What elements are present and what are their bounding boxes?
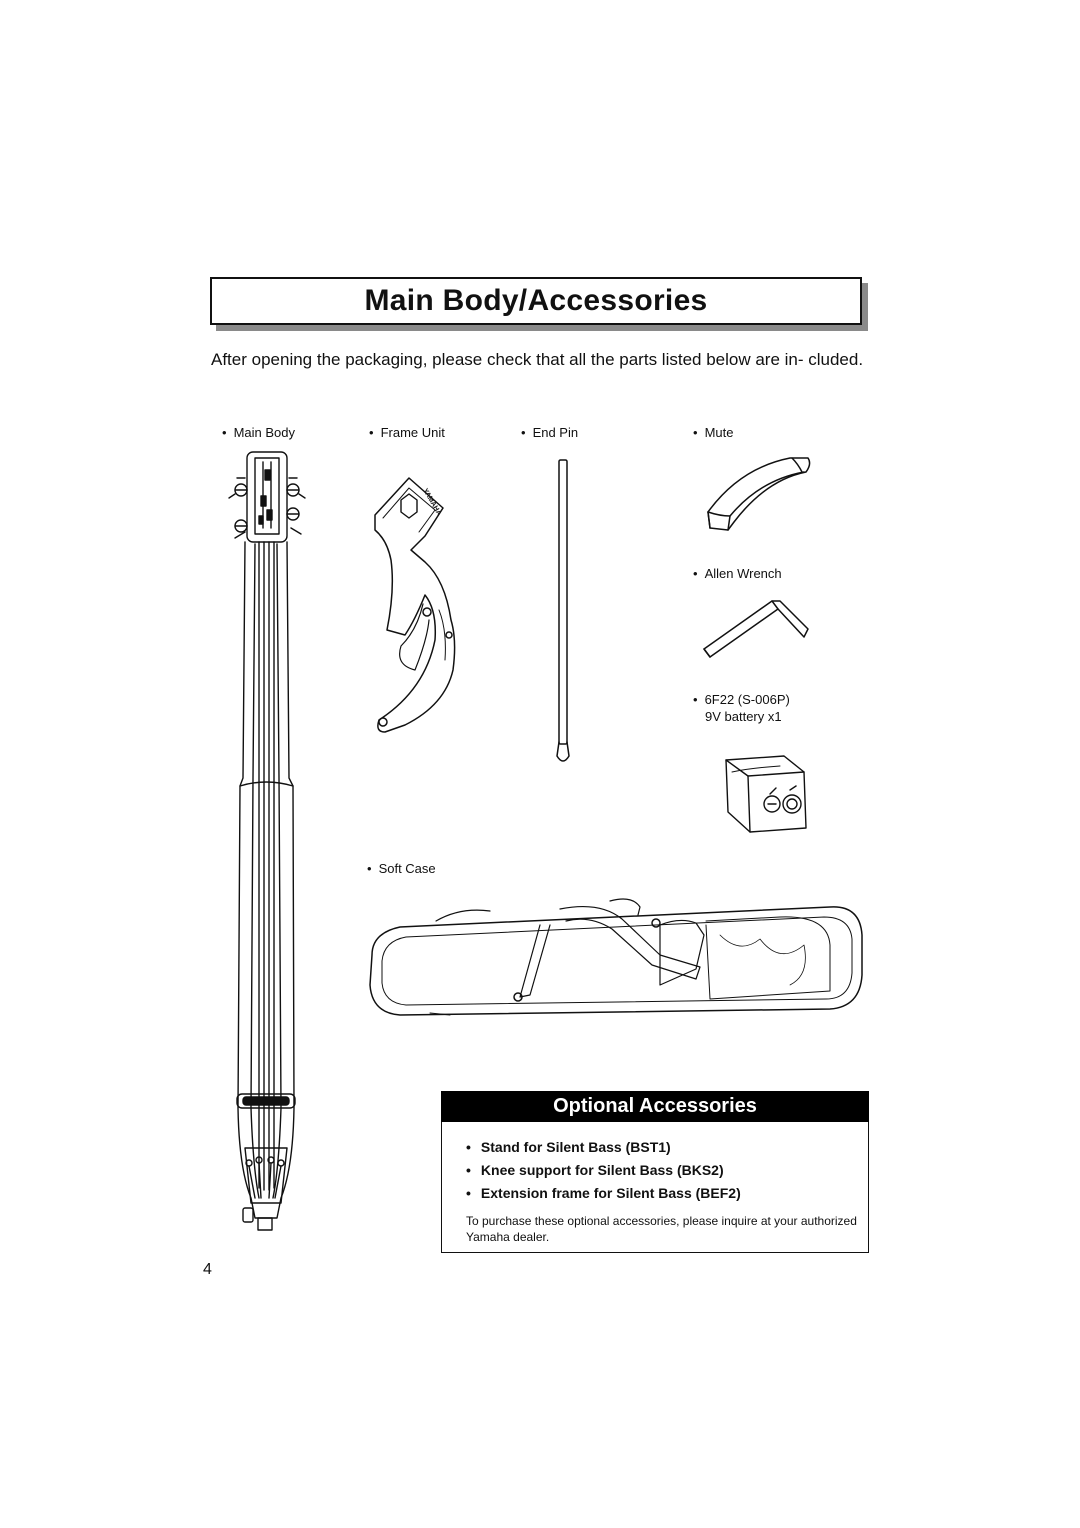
battery-illustration	[725, 755, 807, 833]
title-box: Main Body/Accessories	[210, 277, 862, 325]
frame-unit-label: Frame Unit	[380, 425, 445, 440]
optional-accessories-list: • Stand for Silent Bass (BST1) • Knee supp…	[466, 1136, 741, 1205]
bullet: •	[466, 1162, 471, 1178]
page-title: Main Body/Accessories	[364, 284, 708, 317]
bullet: •	[693, 566, 698, 581]
allen-wrench-illustration	[703, 600, 809, 658]
bullet: •	[222, 425, 227, 440]
bullet: •	[367, 861, 372, 876]
optional-accessories-header: Optional Accessories	[441, 1091, 869, 1122]
bullet: •	[521, 425, 526, 440]
battery-label-line1: 6F22 (S-006P)	[704, 692, 790, 707]
list-item: • Extension frame for Silent Bass (BEF2)	[466, 1182, 741, 1205]
optional-item-label: Knee support for Silent Bass (BKS2)	[480, 1162, 724, 1178]
allen-wrench-caption: • Allen Wrench	[693, 566, 782, 581]
mute-caption: • Mute	[693, 425, 733, 440]
soft-case-illustration	[369, 898, 863, 1016]
end-pin-illustration	[556, 459, 570, 762]
soft-case-caption: • Soft Case	[367, 861, 436, 876]
page-number: 4	[203, 1261, 212, 1278]
list-item: • Stand for Silent Bass (BST1)	[466, 1136, 741, 1159]
optional-accessories-box: • Stand for Silent Bass (BST1) • Knee supp…	[441, 1122, 869, 1253]
battery-caption: • 6F22 (S-006P) 9V battery x1	[693, 691, 790, 725]
optional-item-label: Stand for Silent Bass (BST1)	[480, 1139, 671, 1155]
end-pin-caption: • End Pin	[521, 425, 578, 440]
intro-text: After opening the packaging, please chec…	[211, 350, 864, 369]
optional-accessories-note: To purchase these optional accessories, …	[466, 1214, 857, 1244]
list-item: • Knee support for Silent Bass (BKS2)	[466, 1159, 741, 1182]
bullet: •	[466, 1139, 471, 1155]
battery-label-line2: 9V battery x1	[705, 709, 782, 724]
soft-case-label: Soft Case	[378, 861, 436, 876]
frame-unit-illustration: YAMAHA	[374, 477, 456, 733]
end-pin-label: End Pin	[532, 425, 579, 440]
optional-accessories-title: Optional Accessories	[553, 1095, 757, 1117]
bullet: •	[466, 1185, 471, 1201]
main-body-illustration	[228, 451, 306, 1231]
main-body-caption: • Main Body	[222, 425, 295, 440]
frame-unit-caption: • Frame Unit	[369, 425, 445, 440]
bullet: •	[369, 425, 374, 440]
mute-label: Mute	[704, 425, 734, 440]
bullet: •	[693, 692, 698, 707]
yamaha-logo-text: YAMAHA	[421, 488, 442, 518]
allen-wrench-label: Allen Wrench	[704, 566, 782, 581]
optional-item-label: Extension frame for Silent Bass (BEF2)	[480, 1185, 741, 1201]
mute-illustration	[707, 457, 811, 531]
bullet: •	[693, 425, 698, 440]
main-body-label: Main Body	[233, 425, 295, 440]
